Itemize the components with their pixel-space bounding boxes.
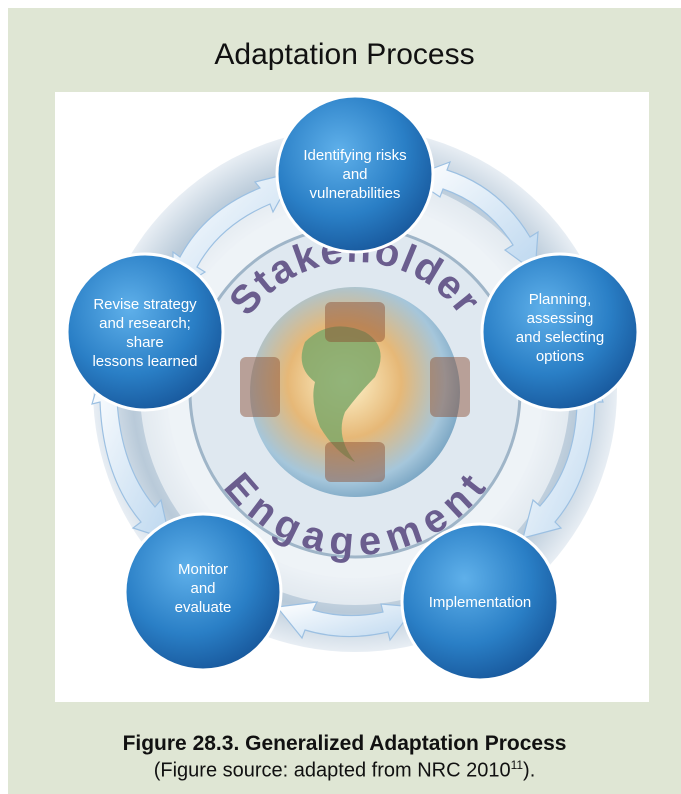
svg-text:and research;: and research;	[99, 315, 191, 332]
diagram-svg: Stakeholder Engagement Identifying risks…	[65, 94, 640, 682]
center-emblem: Stakeholder Engagement	[188, 225, 522, 564]
figure-card: Adaptation Process	[8, 8, 681, 794]
adaptation-diagram: Stakeholder Engagement Identifying risks…	[55, 92, 649, 702]
node-identify: Identifying risks and vulnerabilities	[275, 94, 435, 254]
node-planning: Planning, assessing and selecting option…	[480, 252, 640, 412]
continent-shape	[301, 326, 381, 462]
caption-source-text: (Figure source: adapted from NRC 2010	[153, 759, 511, 782]
svg-text:and: and	[190, 580, 215, 597]
figure-caption: Figure 28.3. Generalized Adaptation Proc…	[8, 732, 681, 783]
svg-text:lessons learned: lessons learned	[92, 353, 197, 370]
caption-title: Figure 28.3. Generalized Adaptation Proc…	[122, 732, 567, 755]
page-title: Adaptation Process	[214, 38, 475, 71]
svg-text:assessing: assessing	[527, 310, 594, 327]
svg-text:Planning,: Planning,	[529, 291, 592, 308]
node-revise: Revise strategy and research; share less…	[65, 252, 225, 412]
hand-icon	[325, 302, 385, 342]
svg-text:Monitor: Monitor	[178, 561, 228, 578]
double-arrow-icon	[275, 601, 417, 642]
svg-text:share: share	[126, 334, 164, 351]
svg-text:Revise strategy: Revise strategy	[93, 296, 197, 313]
caption-footnote-ref[interactable]: 11	[510, 758, 524, 772]
node-implementation: Implementation	[400, 522, 560, 682]
hand-icon	[325, 442, 385, 482]
svg-text:Identifying risks: Identifying risks	[303, 147, 406, 164]
svg-text:and selecting: and selecting	[516, 329, 604, 346]
svg-text:evaluate: evaluate	[175, 599, 232, 616]
caption-source: (Figure source: adapted from NRC 201011)…	[8, 758, 681, 783]
double-arrow-icon	[408, 160, 539, 274]
svg-text:vulnerabilities: vulnerabilities	[310, 185, 401, 202]
hand-icon	[240, 357, 280, 417]
svg-text:Implementation: Implementation	[429, 594, 532, 611]
svg-text:and: and	[342, 166, 367, 183]
svg-text:options: options	[536, 348, 584, 365]
node-monitor: Monitor and evaluate	[123, 512, 283, 672]
hand-icon	[430, 357, 470, 417]
caption-source-end: ).	[523, 759, 536, 782]
